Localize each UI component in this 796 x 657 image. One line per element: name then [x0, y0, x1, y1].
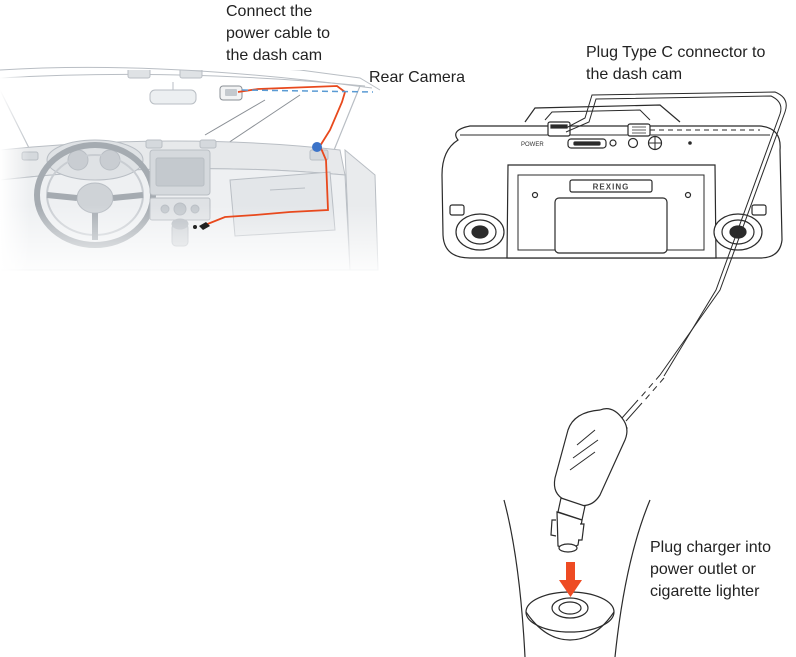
power-outlet-socket [503, 499, 651, 657]
connect-cable-line-2: power cable to [226, 25, 331, 42]
charger-label: Plug charger into power outlet or cigare… [650, 537, 771, 603]
rear-cable-dashed [650, 129, 760, 136]
power-cable-to-charger [565, 91, 787, 376]
connect-cable-label: Connect the power cable to the dash cam [226, 1, 330, 67]
insert-arrow-icon [559, 562, 582, 597]
dashcam-detail [441, 104, 783, 259]
rear-camera-cable [241, 89, 374, 93]
power-port-label: POWER [521, 142, 544, 148]
charger-line-2: power outlet or [650, 561, 756, 578]
connect-cable-line-3: the dash cam [226, 47, 323, 64]
type-c-label: Plug Type C connector to the dash cam [586, 42, 765, 86]
rear-camera-text: Rear Camera [369, 69, 466, 86]
connection-dot [312, 142, 322, 152]
type-c-line-2: the dash cam [586, 66, 683, 83]
connect-cable-line-1: Connect the [226, 3, 313, 20]
rear-camera-label: Rear Camera [369, 67, 465, 89]
charger-line-3: cigarette lighter [650, 583, 760, 600]
type-c-line-1: Plug Type C connector to [586, 44, 766, 61]
device-brand: REXING [593, 183, 630, 192]
dashcam-mounted [219, 85, 243, 101]
car-charger [550, 408, 628, 553]
charger-line-1: Plug charger into [650, 539, 771, 556]
car-outlet-plug [193, 222, 210, 230]
